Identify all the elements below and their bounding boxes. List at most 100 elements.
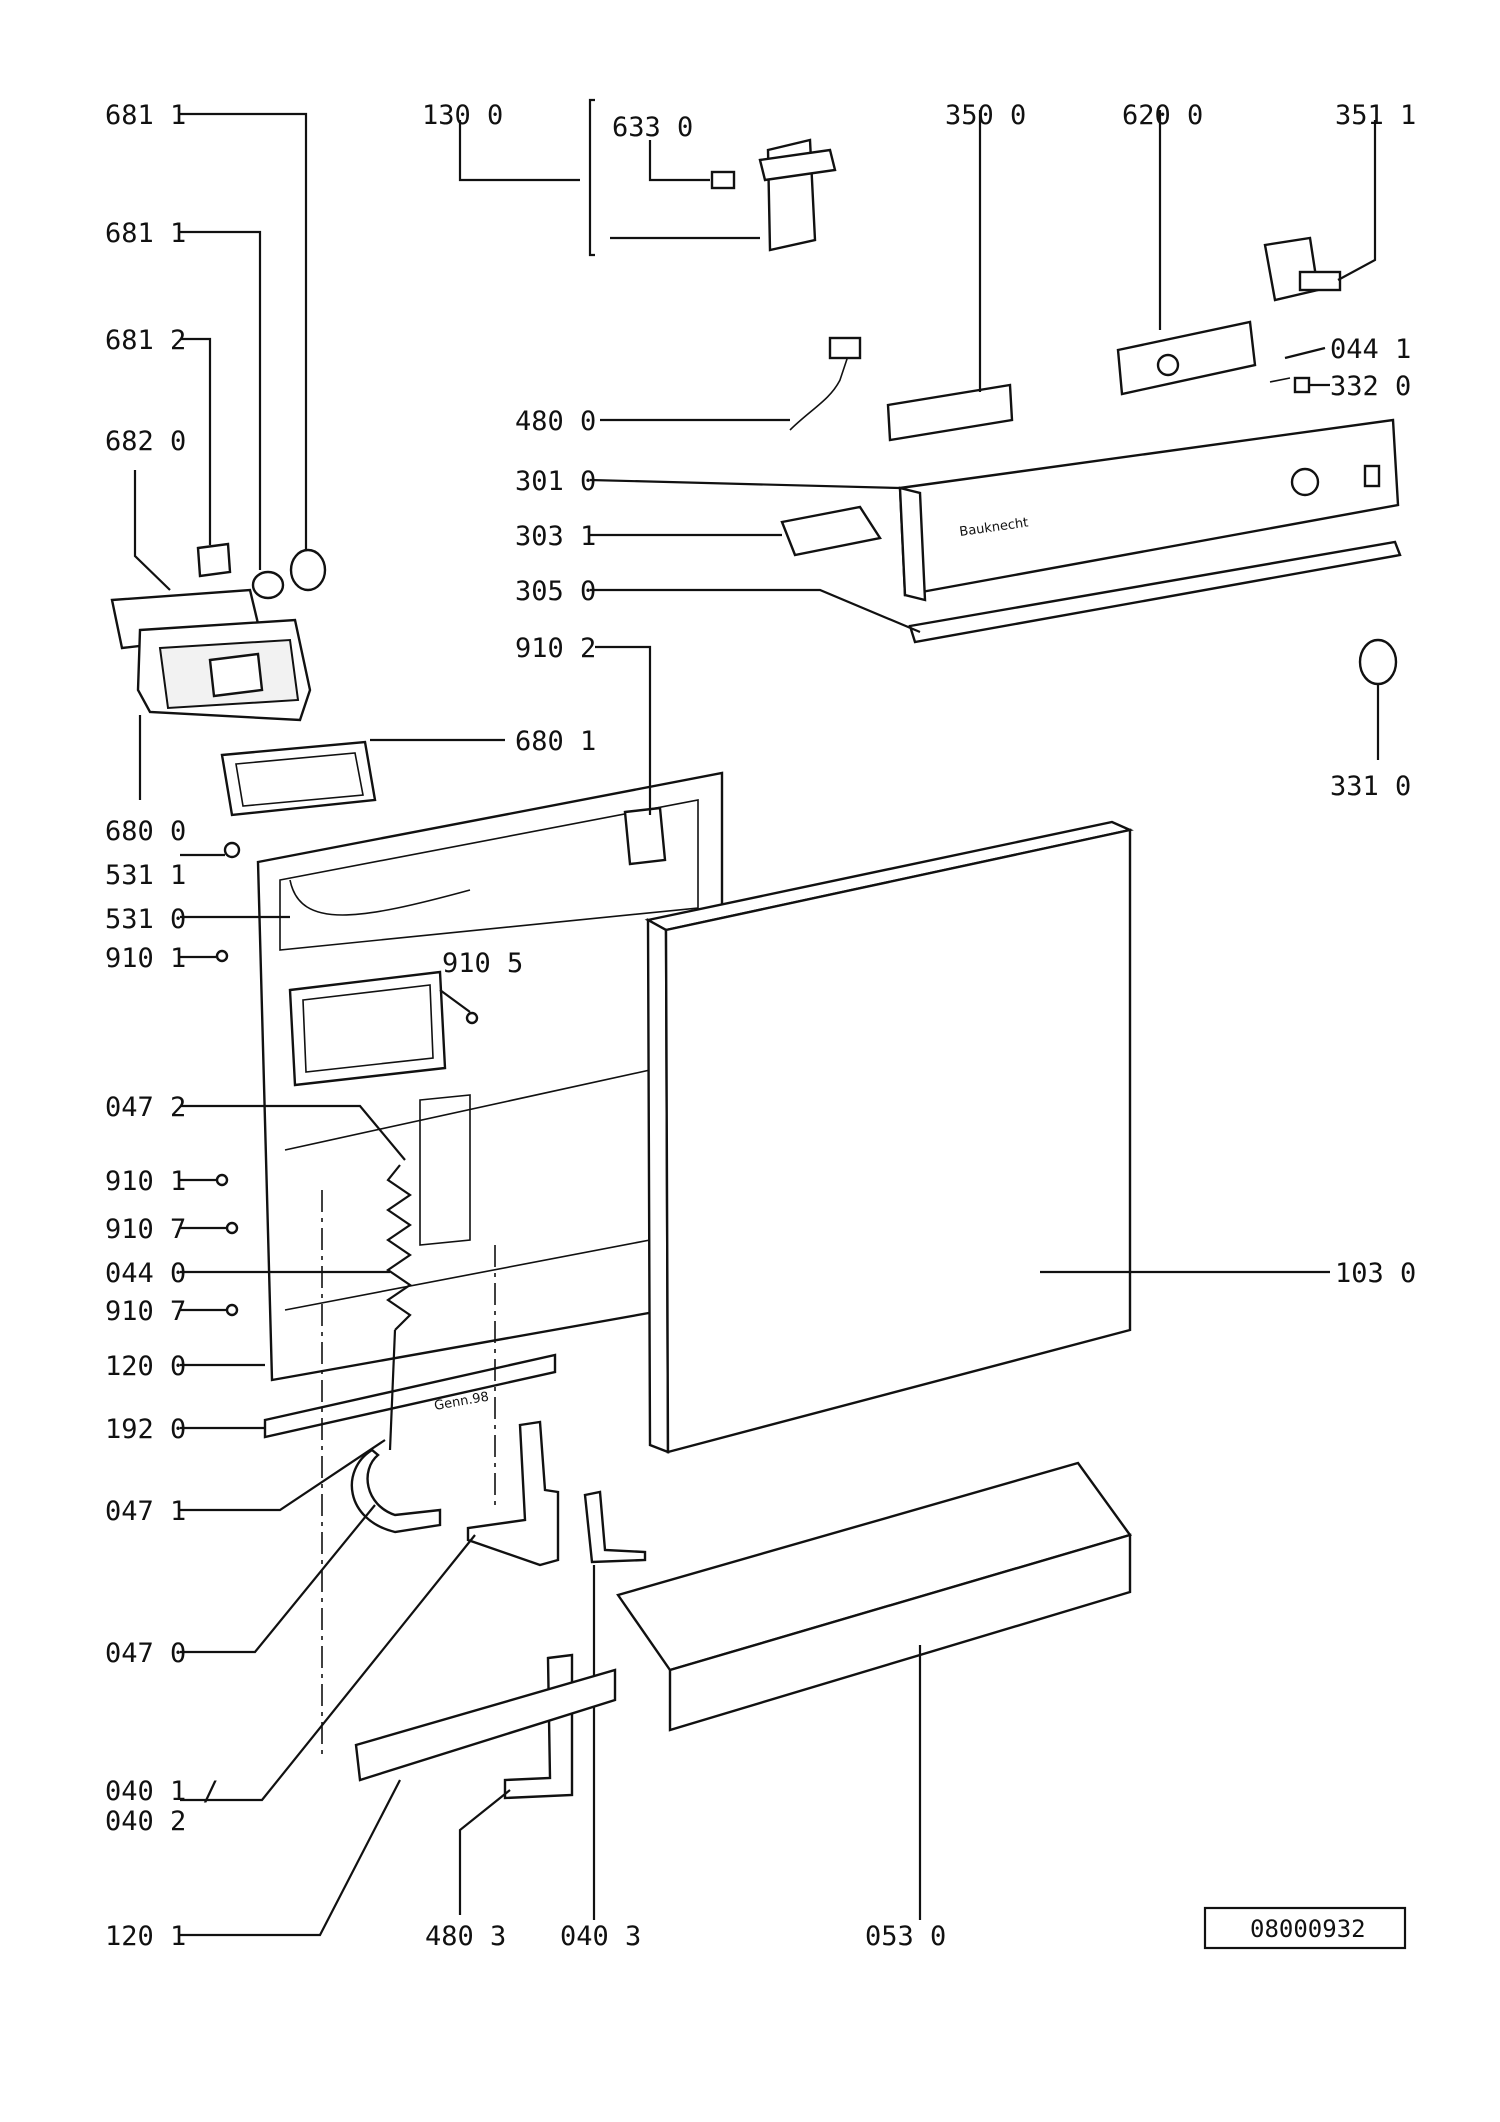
nut-531-1 <box>223 841 241 859</box>
leader-682-0 <box>133 470 171 591</box>
outer-door-group <box>644 820 1330 1454</box>
leader-040-1 <box>180 1534 476 1802</box>
bracket-040-3 <box>583 1490 647 1564</box>
label-044-1: 044 1 <box>1330 334 1411 365</box>
leader-480-3 <box>458 1789 511 1915</box>
trim-strip-305-0 <box>908 540 1402 644</box>
leader-681-2 <box>180 337 212 545</box>
dispenser-opening-inner <box>302 984 434 1073</box>
leader-301-0 <box>589 478 901 490</box>
hose-531-0 <box>289 879 471 916</box>
leader-351-1 <box>1337 120 1377 281</box>
label-350-0: 350 0 <box>945 100 1026 131</box>
leader-305-0 <box>590 588 921 634</box>
screw-910-7a <box>225 1221 239 1235</box>
bracket-040-1 <box>466 1420 560 1567</box>
leader-910-5 <box>439 989 471 1013</box>
door-lock-tab <box>758 148 837 182</box>
inner-door-group: Genn.98 <box>180 645 724 1451</box>
label-044-0: 044 0 <box>105 1258 186 1289</box>
switch-633-0 <box>710 170 736 190</box>
timer-dial <box>1156 353 1180 377</box>
gasket-inner <box>235 752 364 807</box>
hinge-lever-047-0 <box>350 1448 442 1534</box>
leader-681-1b <box>180 230 262 570</box>
screw-910-5 <box>465 1011 479 1025</box>
label-192-0: 192 0 <box>105 1414 186 1445</box>
callout-labels: 681 1 681 1 681 2 682 0 680 0 680 1 531 … <box>105 100 1416 1952</box>
cable-480-0 <box>789 349 851 431</box>
label-681-1b: 681 1 <box>105 218 186 249</box>
label-680-1: 680 1 <box>515 726 596 757</box>
label-331-0: 331 0 <box>1330 771 1411 802</box>
door-rib-2 <box>284 1239 651 1311</box>
lower-parts-group <box>180 1190 1132 1937</box>
label-910-5: 910 5 <box>442 948 523 979</box>
label-682-0: 682 0 <box>105 426 186 457</box>
leader-681-1a <box>180 112 308 555</box>
label-531-1: 531 1 <box>105 860 186 891</box>
label-480-3: 480 3 <box>425 1921 506 1952</box>
label-305-0: 305 0 <box>515 576 596 607</box>
label-103-0: 103 0 <box>1335 1258 1416 1289</box>
drawing-id-frame <box>1203 1906 1407 1950</box>
label-130-0: 130 0 <box>422 100 503 131</box>
hinge-bracket-910-2 <box>623 806 667 866</box>
panel-button <box>1363 464 1381 488</box>
control-panel-end <box>898 486 927 602</box>
drawing-id: 08000932 <box>1250 1915 1366 1943</box>
timer-620-0 <box>1116 320 1257 396</box>
board-350-0 <box>886 383 1014 442</box>
screw-910-7b <box>225 1303 239 1317</box>
label-910-1a: 910 1 <box>105 943 186 974</box>
spring-rod <box>388 1329 397 1451</box>
label-040-3: 040 3 <box>560 1921 641 1952</box>
knob-331-0 <box>1358 638 1398 686</box>
label-531-0: 531 0 <box>105 904 186 935</box>
label-040-1: 040 1 / <box>105 1776 219 1807</box>
rail-192-0 <box>263 1353 557 1439</box>
label-910-7b: 910 7 <box>105 1296 186 1327</box>
label-910-1b: 910 1 <box>105 1166 186 1197</box>
cap-332-0 <box>1293 376 1311 394</box>
label-681-2: 681 2 <box>105 325 186 356</box>
panel-knob-hole <box>1290 467 1320 497</box>
label-301-0: 301 0 <box>515 466 596 497</box>
label-053-0: 053 0 <box>865 1921 946 1952</box>
leader-047-1 <box>180 1439 386 1512</box>
label-681-1a: 681 1 <box>105 100 186 131</box>
leader-633-0 <box>648 140 710 182</box>
outer-door-side-edge <box>646 917 670 1454</box>
leader-120-1 <box>180 1779 401 1937</box>
leader-130-0 <box>458 120 580 182</box>
cable-connector <box>828 336 862 360</box>
dispenser-group <box>110 112 505 817</box>
door-rib-1 <box>284 1069 651 1151</box>
inner-door-top-recess <box>279 799 699 951</box>
label-910-2: 910 2 <box>515 633 596 664</box>
door-channel <box>419 1094 471 1246</box>
label-047-1: 047 1 <box>105 1496 186 1527</box>
label-633-0: 633 0 <box>612 112 693 143</box>
label-303-1: 303 1 <box>515 521 596 552</box>
drawing-id-box: 08000932 <box>1203 1906 1407 1950</box>
knob-681-1 <box>289 548 327 592</box>
ring-681-1 <box>251 570 285 600</box>
label-351-1: 351 1 <box>1335 100 1416 131</box>
clip-681-2 <box>196 542 232 578</box>
screw-910-1a <box>215 949 229 963</box>
handle-303-1 <box>780 505 882 557</box>
spring-047-2 <box>386 1164 412 1331</box>
dispenser-latch <box>208 652 264 698</box>
brace-130 <box>588 98 595 257</box>
control-panel-group: Bauknecht <box>589 110 1402 760</box>
label-480-0: 480 0 <box>515 406 596 437</box>
screw-910-1b <box>215 1173 229 1187</box>
leader-047-0 <box>180 1504 376 1654</box>
outer-door-103-0 <box>664 828 1132 1454</box>
label-040-2: 040 2 <box>105 1806 186 1837</box>
label-620-0: 620 0 <box>1122 100 1203 131</box>
bracket-group-130 <box>458 98 837 257</box>
dispenser-opening <box>288 970 447 1087</box>
